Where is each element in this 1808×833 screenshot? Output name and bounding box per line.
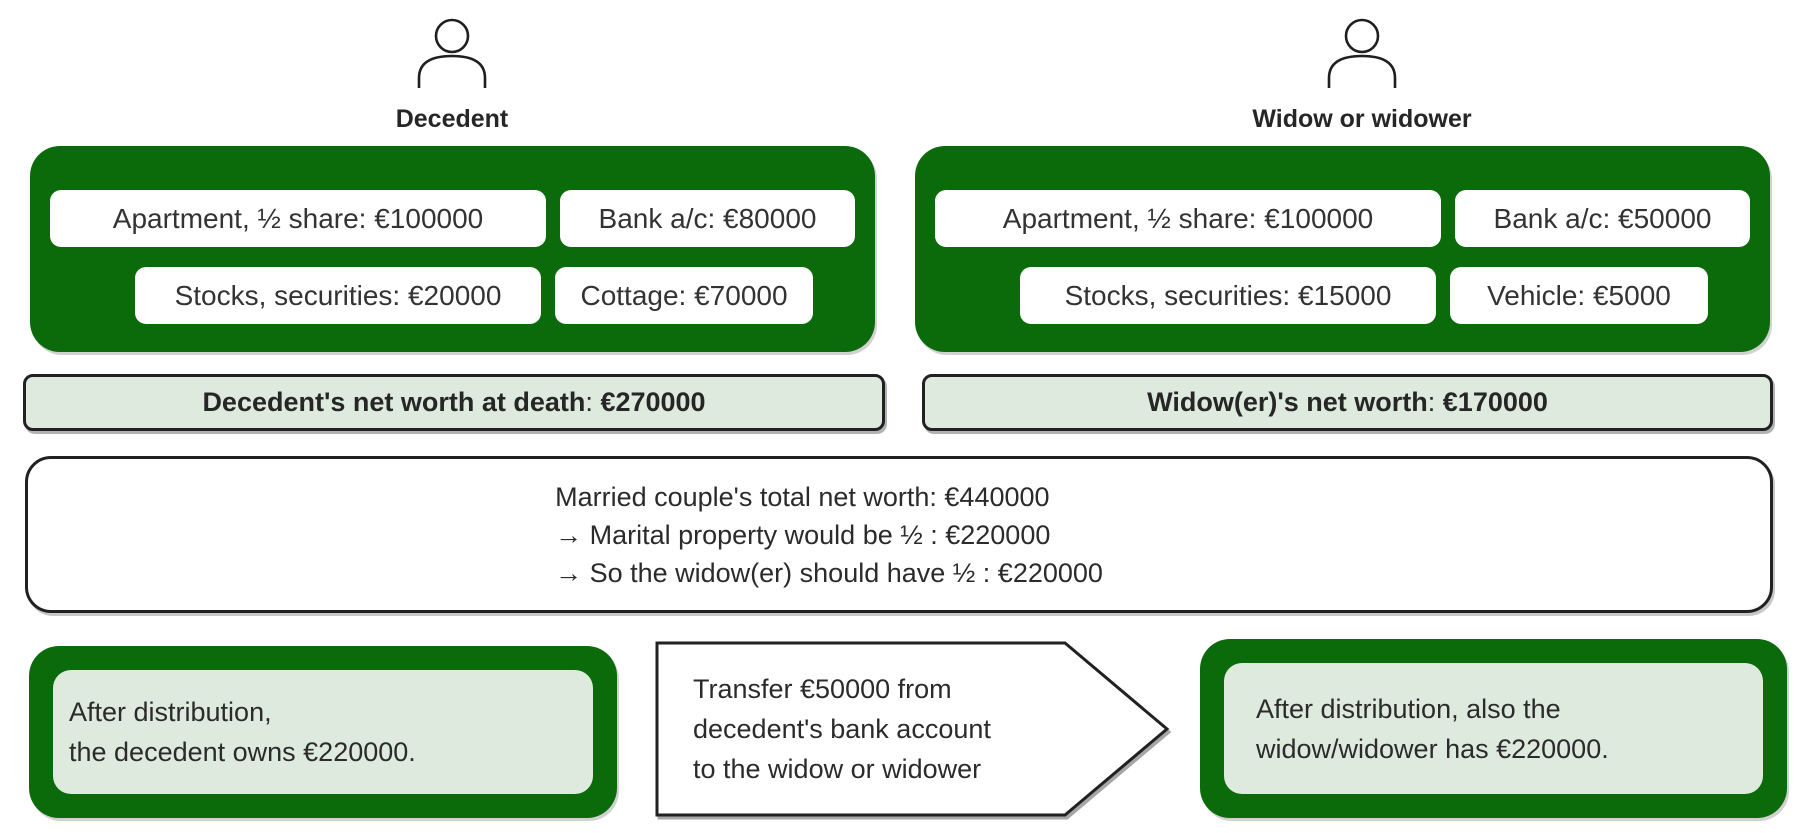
transfer-arrow: Transfer €50000 from decedent's bank acc… — [655, 641, 1170, 817]
decedent-label: Decedent — [395, 105, 509, 133]
calculation-text: Married couple's total net worth: €44000… — [555, 478, 1103, 592]
asset-card-stocks-decedent: Stocks, securities: €20000 — [135, 267, 541, 324]
decedent-result-text: After distribution, the decedent owns €2… — [53, 670, 593, 794]
calculation-line-marital-property: → Marital property would be ½ : €220000 — [555, 519, 1051, 550]
widow-networth-colon: : — [1427, 387, 1443, 417]
calculation-box: Married couple's total net worth: €44000… — [25, 456, 1773, 613]
decedent-networth-value: €270000 — [600, 387, 706, 417]
calculation-line-total: Married couple's total net worth: €44000… — [555, 481, 1050, 512]
widow-assets-panel: Apartment, ½ share: €100000 Bank a/c: €5… — [915, 146, 1770, 352]
transfer-text: Transfer €50000 from decedent's bank acc… — [693, 674, 991, 784]
asset-card-apartment-decedent: Apartment, ½ share: €100000 — [50, 190, 546, 247]
asset-card-apartment-widow: Apartment, ½ share: €100000 — [935, 190, 1441, 247]
decedent-person-icon — [402, 8, 502, 104]
asset-card-stocks-widow: Stocks, securities: €15000 — [1020, 267, 1436, 324]
widow-networth-bar: Widow(er)'s net worth: €170000 — [922, 374, 1773, 431]
asset-card-bank-widow: Bank a/c: €50000 — [1455, 190, 1750, 247]
widow-networth-label: Widow(er)'s net worth — [1147, 387, 1428, 417]
decedent-assets-panel: Apartment, ½ share: €100000 Bank a/c: €8… — [30, 146, 875, 352]
widow-result-box: After distribution, also the widow/widow… — [1200, 639, 1787, 818]
decedent-networth-label: Decedent's net worth at death — [202, 387, 586, 417]
asset-card-cottage-decedent: Cottage: €70000 — [555, 267, 813, 324]
decedent-networth-colon: : — [585, 387, 601, 417]
asset-card-bank-decedent: Bank a/c: €80000 — [560, 190, 855, 247]
decedent-networth-bar: Decedent's net worth at death: €270000 — [23, 374, 885, 431]
right-arrow-icon — [655, 641, 1170, 817]
asset-card-vehicle-widow: Vehicle: €5000 — [1450, 267, 1708, 324]
decedent-result-box: After distribution, the decedent owns €2… — [29, 646, 617, 818]
widow-networth-value: €170000 — [1442, 387, 1548, 417]
widow-person-icon — [1312, 8, 1412, 104]
widow-label: Widow or widower — [1252, 105, 1472, 133]
calculation-line-widow-share: → So the widow(er) should have ½ : €2200… — [555, 557, 1103, 588]
widow-result-text: After distribution, also the widow/widow… — [1224, 663, 1763, 794]
